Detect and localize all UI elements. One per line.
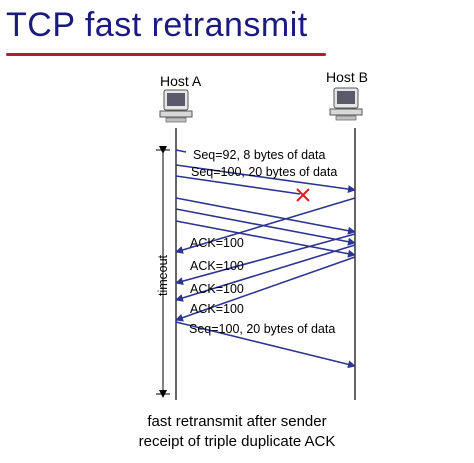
ack-3 [175,244,356,302]
host-a-computer-icon [159,89,193,123]
segment-seq92-arrow [175,164,356,193]
segment-seq92 [175,149,187,153]
ack3-label: ACK=100 [190,282,244,296]
segment-4 [175,208,356,246]
segment-retransmit [175,321,356,369]
ack2-label: ACK=100 [190,259,244,273]
timeout-bracket [156,146,170,398]
timeout-label: timeout [156,254,170,296]
data-segments [175,149,356,369]
segment-5 [175,220,356,258]
ack-2 [175,233,356,286]
host-b-label: Host B [326,69,369,85]
ack-1 [175,197,356,254]
caption-line-1: fast retransmit after sender [147,413,327,430]
seg2-label: Seq=100, 20 bytes of data [191,165,337,179]
ack-arrows [175,197,356,322]
retransmit-label: Seq=100, 20 bytes of data [189,322,335,336]
title-underline [6,53,326,56]
packet-loss-x-icon [296,188,310,202]
slide-title: TCP fast retransmit [6,6,308,44]
seg1-label: Seq=92, 8 bytes of data [193,148,325,162]
ack4-label: ACK=100 [190,302,244,316]
segment-3 [175,197,356,235]
caption-line-2: receipt of triple duplicate ACK [138,433,336,450]
ack-4 [175,256,356,322]
host-a-label: Host A [160,73,202,89]
segment-seq100-lost [175,175,301,195]
ack1-label: ACK=100 [190,236,244,250]
host-b-computer-icon [329,87,363,121]
